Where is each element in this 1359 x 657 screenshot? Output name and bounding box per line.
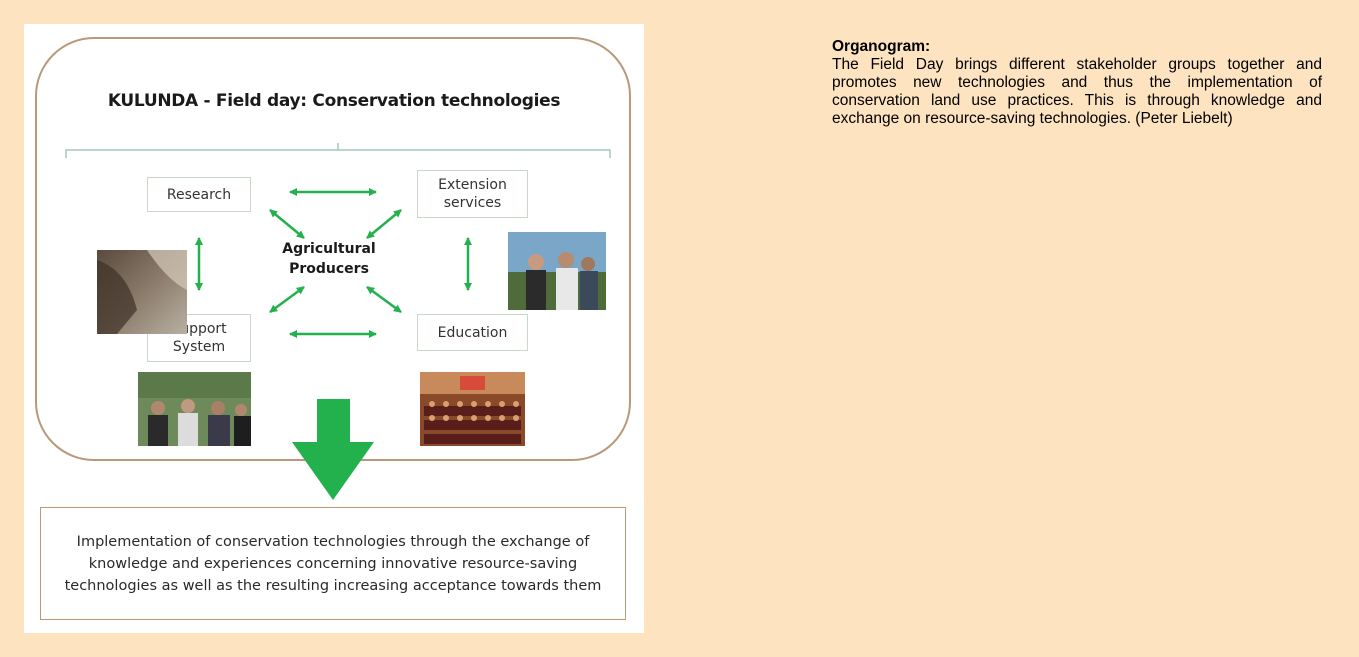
arrow-center-research [269,209,305,239]
diagram-title: KULUNDA - Field day: Conservation techno… [107,91,561,111]
caption-title: Organogram: [832,38,931,55]
arrow-center-extension [366,209,402,239]
outcome-box: Implementation of conservation technolog… [40,507,626,620]
caption-panel: Organogram: The Field Day brings differe… [832,38,1322,128]
photo-support-system [138,372,251,446]
node-research: Research [147,177,251,212]
organogram-figure: KULUNDA - Field day: Conservation techno… [24,24,644,633]
photo-extension-services [508,232,606,310]
outcome-text: Implementation of conservation technolog… [64,533,602,594]
node-extension-services: Extension services [417,170,528,218]
node-education: Education [417,314,528,351]
photo-research-soil [97,250,187,334]
big-down-arrow [292,399,374,500]
node-agricultural-producers: Agricultural Producers [282,241,376,277]
photo-education [420,372,525,446]
arrow-center-education [366,285,402,314]
arrow-center-support [269,285,305,314]
caption-text: The Field Day brings different stakehold… [832,56,1322,127]
stakeholder-bracket [65,143,611,158]
diagram-graphics [35,37,631,500]
